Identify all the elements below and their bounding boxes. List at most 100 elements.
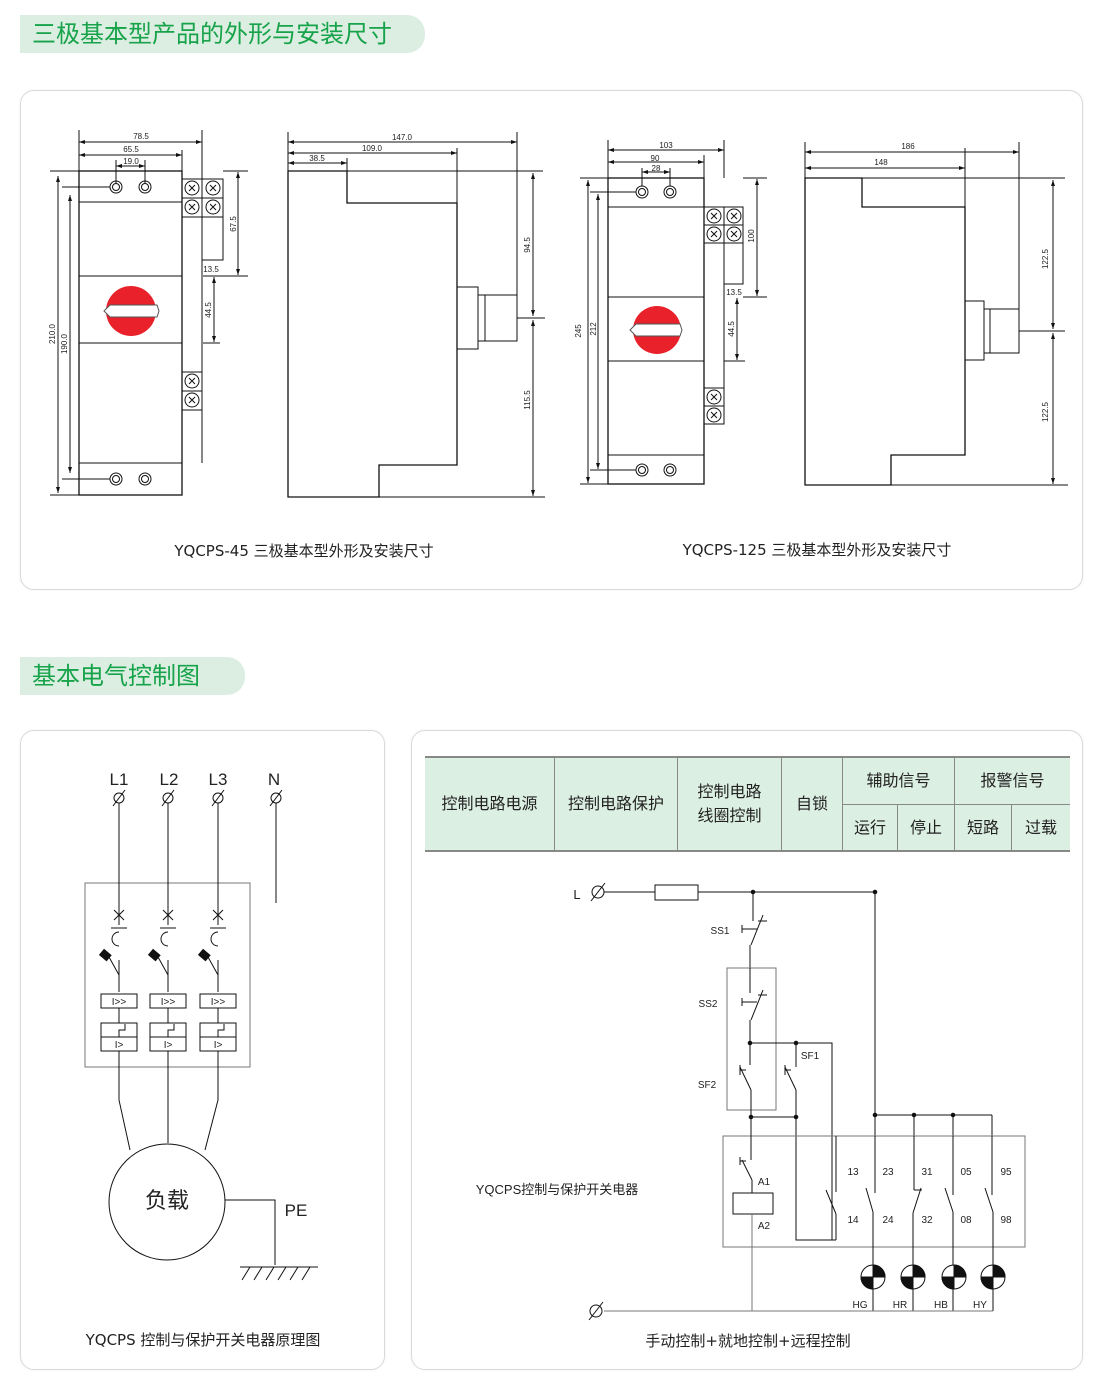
- col-coil-control: 控制电路 线圈控制: [678, 758, 782, 850]
- dim-210-0: 210.0: [48, 323, 57, 344]
- label-l: L: [573, 887, 580, 902]
- principle-panel: [20, 730, 385, 1370]
- contact-98: 98: [1000, 1215, 1012, 1226]
- front-view-45: 78.5 65.5 19.0 210.0 190.0 67.5 13.5 44.…: [48, 130, 248, 496]
- col-power: 控制电路电源: [425, 758, 555, 850]
- col-alarm-overload: 过载: [1024, 817, 1057, 837]
- load-label: 负载: [145, 1188, 189, 1213]
- label-sf1: SF1: [801, 1051, 820, 1062]
- rotary-handle-icon: [103, 286, 160, 336]
- dim-90: 90: [651, 154, 660, 163]
- dim-245: 245: [574, 324, 583, 338]
- contact-24: 24: [882, 1215, 894, 1226]
- contact-23: 23: [882, 1167, 894, 1178]
- side-view-45: 147.0 109.0 38.5 94.5 115.5: [287, 132, 545, 498]
- lamp-label-hg: HG: [853, 1300, 868, 1311]
- terminal-symbols: [112, 789, 283, 807]
- dim-122-5-bottom: 122.5: [1041, 401, 1050, 422]
- col-aux-stop: 停止: [898, 805, 955, 850]
- control-schematic: L SS1 SS2 SF2 SF1 A1 A2 YQCPS控制与保护开关电器: [476, 882, 1026, 1321]
- terminal-screws: [706, 208, 742, 423]
- overcurrent-label: I>>: [211, 997, 226, 1008]
- dim-190-0: 190.0: [60, 333, 69, 354]
- contact-05: 05: [960, 1167, 972, 1178]
- dim-100: 100: [747, 229, 756, 243]
- contact-31: 31: [921, 1167, 933, 1178]
- col-self-lock: 自锁: [782, 758, 843, 850]
- dim-28: 28: [652, 164, 661, 173]
- col-protection: 控制电路保护: [555, 758, 678, 850]
- terminal-label-l1: L1: [110, 770, 129, 789]
- lamp-label-hr: HR: [893, 1300, 907, 1311]
- pe-label: PE: [285, 1201, 308, 1220]
- relay-coil: [732, 1192, 774, 1215]
- label-a2: A2: [758, 1221, 771, 1232]
- terminal-label-l2: L2: [160, 770, 179, 789]
- contact-95: 95: [1000, 1167, 1012, 1178]
- rotary-handle-icon: [629, 306, 683, 354]
- dim-65-5: 65.5: [123, 145, 139, 154]
- dim-19-0: 19.0: [123, 157, 139, 166]
- label-ss2: SS2: [699, 999, 718, 1010]
- caption-yqcps125: YQCPS-125 三极基本型外形及安装尺寸: [682, 541, 952, 559]
- control-panel: [411, 730, 1083, 1370]
- overload-label: I>: [164, 1040, 173, 1051]
- section-title-dimensions: 三极基本型产品的外形与安装尺寸: [20, 15, 425, 53]
- col-coil-line2: 线圈控制: [697, 806, 762, 825]
- side-view-125: 186 148 122.5 122.5: [804, 142, 1068, 486]
- device-label: YQCPS控制与保护开关电器: [476, 1182, 639, 1197]
- dim-44-5: 44.5: [727, 321, 736, 337]
- col-aux-run: 运行: [843, 805, 898, 850]
- dim-147-0: 147.0: [392, 133, 413, 142]
- dim-94-5: 94.5: [523, 237, 532, 253]
- dim-122-5-top: 122.5: [1041, 248, 1050, 269]
- indicator-lamp-icon: [980, 1264, 1006, 1290]
- dim-38-5: 38.5: [309, 154, 325, 163]
- breaker-pole-1: I>> I>: [98, 803, 138, 1067]
- contact-14: 14: [847, 1215, 859, 1226]
- overload-label: I>: [115, 1040, 124, 1051]
- dim-109-0: 109.0: [362, 144, 383, 153]
- indicator-lamp-icon: [860, 1264, 886, 1290]
- label-sf2: SF2: [698, 1080, 717, 1091]
- lamp-label-hb: HB: [934, 1300, 948, 1311]
- indicator-lamp-icon: [900, 1264, 926, 1290]
- label-ss1: SS1: [711, 926, 730, 937]
- overcurrent-label: I>>: [161, 997, 176, 1008]
- dim-44-5: 44.5: [204, 302, 213, 318]
- lamp-label-hy: HY: [973, 1300, 987, 1311]
- dim-186: 186: [901, 142, 915, 151]
- terminal-label-n: N: [268, 770, 280, 789]
- dim-13-5: 13.5: [726, 288, 742, 297]
- caption-yqcps45: YQCPS-45 三极基本型外形及安装尺寸: [174, 542, 434, 560]
- overload-label: I>: [214, 1040, 223, 1051]
- contact-32: 32: [921, 1215, 933, 1226]
- control-function-table: 控制电路电源 控制电路保护 控制电路 线圈控制 自锁 辅助信号 运行 停止 报警…: [425, 756, 1070, 852]
- dim-212: 212: [589, 322, 598, 336]
- caption-principle: YQCPS 控制与保护开关电器原理图: [85, 1331, 321, 1349]
- terminal-screws: [184, 180, 221, 408]
- terminal-label-l3: L3: [209, 770, 228, 789]
- front-view-125: 103 90 28 245 212 100 13.5 44.5: [574, 140, 767, 485]
- contact-13: 13: [847, 1167, 859, 1178]
- dim-78-5: 78.5: [133, 132, 149, 141]
- col-aux-signal: 辅助信号: [843, 758, 955, 805]
- label-a1: A1: [758, 1177, 771, 1188]
- dim-67-5: 67.5: [229, 216, 238, 232]
- load-motor: [108, 1143, 226, 1261]
- dim-103: 103: [659, 141, 673, 150]
- indicator-lamp-icon: [941, 1264, 967, 1290]
- section-title-control: 基本电气控制图: [20, 657, 245, 695]
- caption-control: 手动控制+就地控制+远程控制: [645, 1332, 851, 1350]
- contact-08: 08: [960, 1215, 972, 1226]
- overcurrent-label: I>>: [112, 997, 127, 1008]
- dim-148: 148: [874, 158, 888, 167]
- dim-13-5: 13.5: [203, 265, 219, 274]
- dimensions-panel: [20, 90, 1083, 590]
- dim-115-5: 115.5: [523, 390, 532, 410]
- breaker-pole-3: I>> I>: [197, 803, 237, 1067]
- col-alarm-short: 短路: [955, 805, 1012, 850]
- col-coil-line1: 控制电路: [697, 782, 762, 801]
- col-alarm-signal: 报警信号: [955, 758, 1070, 805]
